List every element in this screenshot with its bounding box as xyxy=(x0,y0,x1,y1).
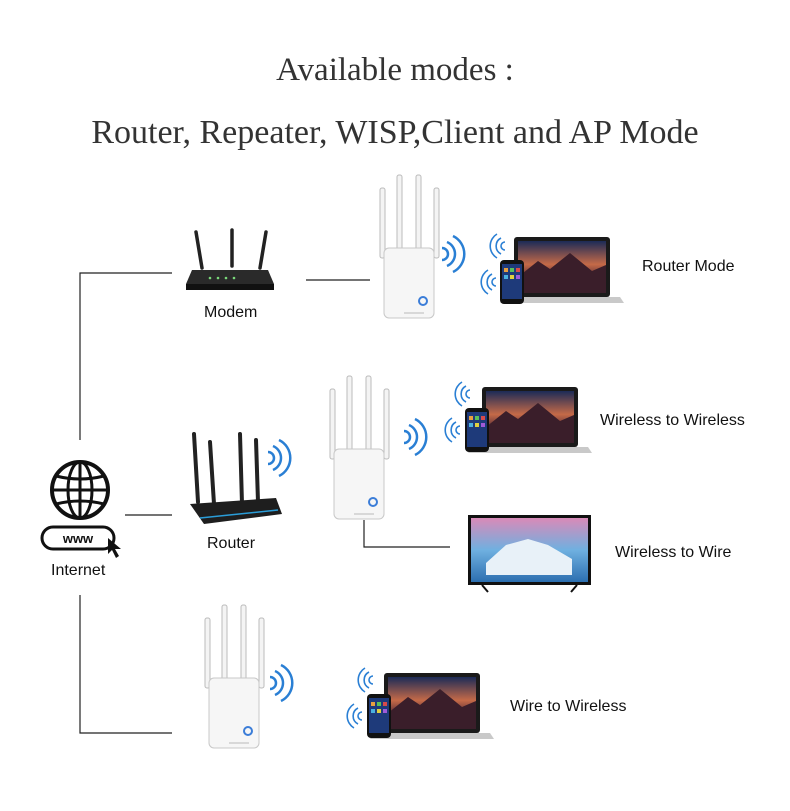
cursor-icon xyxy=(108,538,121,558)
wifi-waves-icon xyxy=(444,417,461,443)
wifi-waves-icon xyxy=(480,269,497,295)
phone-icon xyxy=(367,694,391,738)
wifi-waves-icon xyxy=(440,234,466,274)
globe-icon xyxy=(50,460,110,520)
www-text: www xyxy=(62,531,94,546)
label-wire-to-wireless: Wire to Wireless xyxy=(510,698,627,715)
router-icon xyxy=(190,432,282,524)
connection-lines xyxy=(79,272,450,734)
label-wireless-to-wireless: Wireless to Wireless xyxy=(600,412,745,429)
title-line-1: Available modes : xyxy=(276,52,514,88)
wifi-waves-icon xyxy=(268,663,294,703)
wifi-waves-icon xyxy=(346,703,363,729)
modem-icon xyxy=(186,228,274,290)
tv-icon xyxy=(468,515,591,593)
repeater-icon xyxy=(204,604,265,749)
repeater-icon xyxy=(329,375,390,520)
label-router-mode: Router Mode xyxy=(642,258,735,275)
title-line-2: Router, Repeater, WISP,Client and AP Mod… xyxy=(91,114,699,151)
phone-icon xyxy=(500,260,524,304)
www-badge: www xyxy=(40,525,116,551)
wifi-waves-icon xyxy=(489,233,506,259)
wifi-waves-icon xyxy=(357,667,374,693)
wifi-waves-icon xyxy=(402,417,428,457)
label-wireless-to-wire: Wireless to Wire xyxy=(615,544,732,561)
label-internet: Internet xyxy=(51,562,106,579)
repeater-icon xyxy=(379,174,440,319)
wifi-waves-icon xyxy=(266,438,292,478)
label-modem: Modem xyxy=(204,304,258,321)
phone-icon xyxy=(465,408,489,452)
label-router: Router xyxy=(207,535,256,552)
wifi-waves-icon xyxy=(454,381,471,407)
